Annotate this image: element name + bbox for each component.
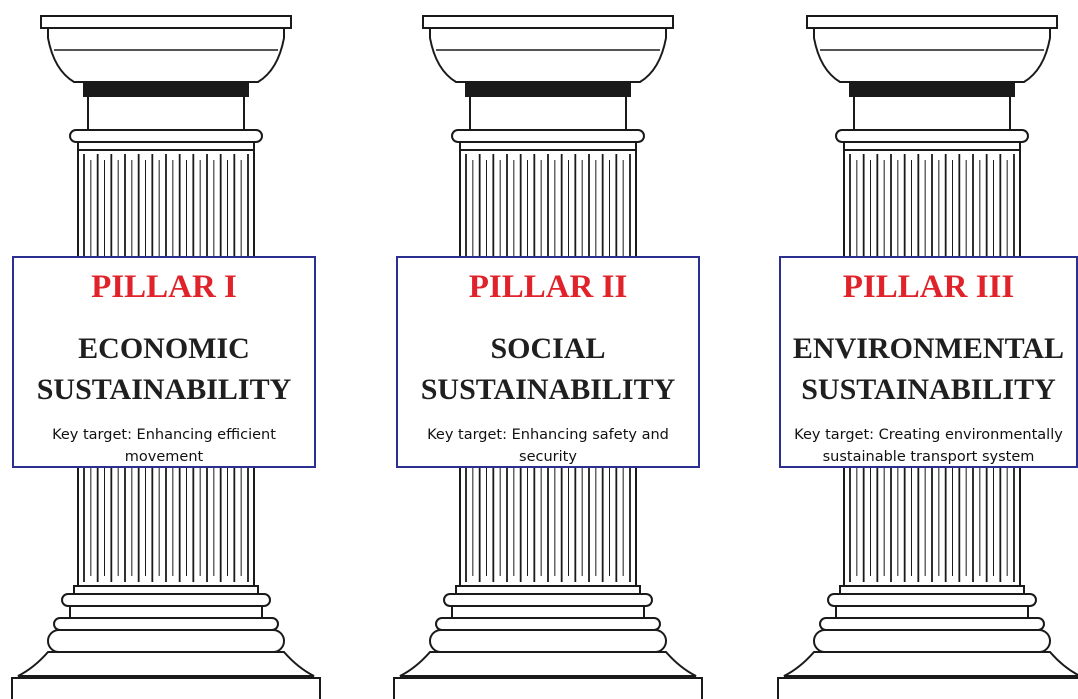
pillar-2-title-line2: SUSTAINABILITY <box>420 373 676 406</box>
pillar-2-panel: PILLAR II SOCIAL SUSTAINABILITY Key targ… <box>396 256 700 468</box>
pillar-3-number: PILLAR III <box>842 269 1015 305</box>
pillar-3-key-target: Key target: Creating environmentally sus… <box>794 427 1063 465</box>
pillar-2-title: SOCIAL SUSTAINABILITY <box>398 328 698 410</box>
pillar-3-title-line1: ENVIRONMENTAL <box>792 332 1065 365</box>
pillar-2-title-line1: SOCIAL <box>490 332 606 365</box>
pillar-3-title-line2: SUSTAINABILITY <box>801 373 1056 406</box>
pillar-3-title: ENVIRONMENTAL SUSTAINABILITY <box>781 328 1076 410</box>
pillar-1-panel: PILLAR I ECONOMIC SUSTAINABILITY Key tar… <box>12 256 316 468</box>
pillar-1-number: PILLAR I <box>91 269 237 305</box>
pillar-3-panel: PILLAR III ENVIRONMENTAL SUSTAINABILITY … <box>779 256 1078 468</box>
pillar-2-number: PILLAR II <box>468 269 628 305</box>
pillar-1-key-target: Key target: Enhancing efficient movement <box>52 427 276 465</box>
pillar-1-title: ECONOMIC SUSTAINABILITY <box>14 328 314 410</box>
pillar-2-key-target: Key target: Enhancing safety and securit… <box>427 427 669 465</box>
pillar-1-title-line2: SUSTAINABILITY <box>36 373 292 406</box>
pillar-1-title-line1: ECONOMIC <box>78 332 250 365</box>
